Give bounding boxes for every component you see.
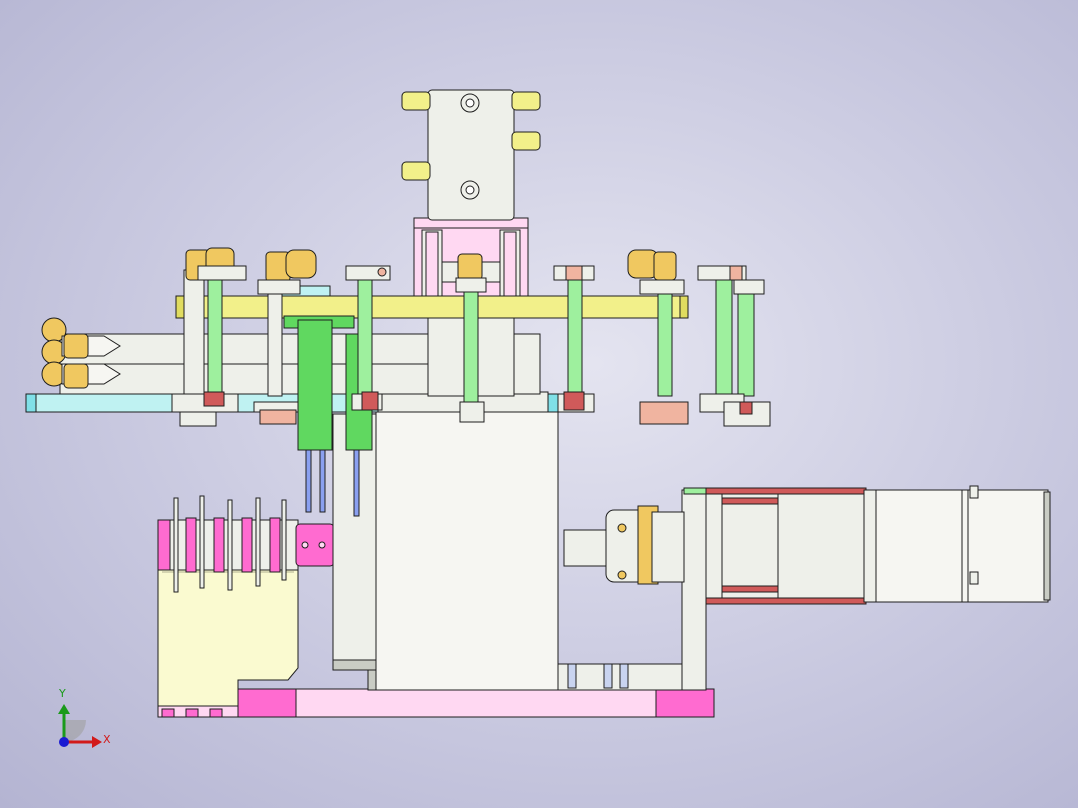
servo-motor — [563, 485, 1051, 605]
coil-roller-assembly — [157, 495, 335, 593]
lower-right-bracket — [557, 489, 707, 691]
top-actuator — [401, 89, 541, 221]
triad-x-label: X — [103, 733, 111, 746]
brass-fittings-left — [41, 317, 121, 389]
coordinate-triad — [58, 704, 102, 748]
rod-bottom-clamps — [171, 391, 771, 427]
rod-top-fittings — [185, 247, 765, 295]
main-housing-block — [367, 409, 559, 691]
base-plate — [157, 688, 715, 718]
triad-y-label: Y — [59, 687, 66, 700]
